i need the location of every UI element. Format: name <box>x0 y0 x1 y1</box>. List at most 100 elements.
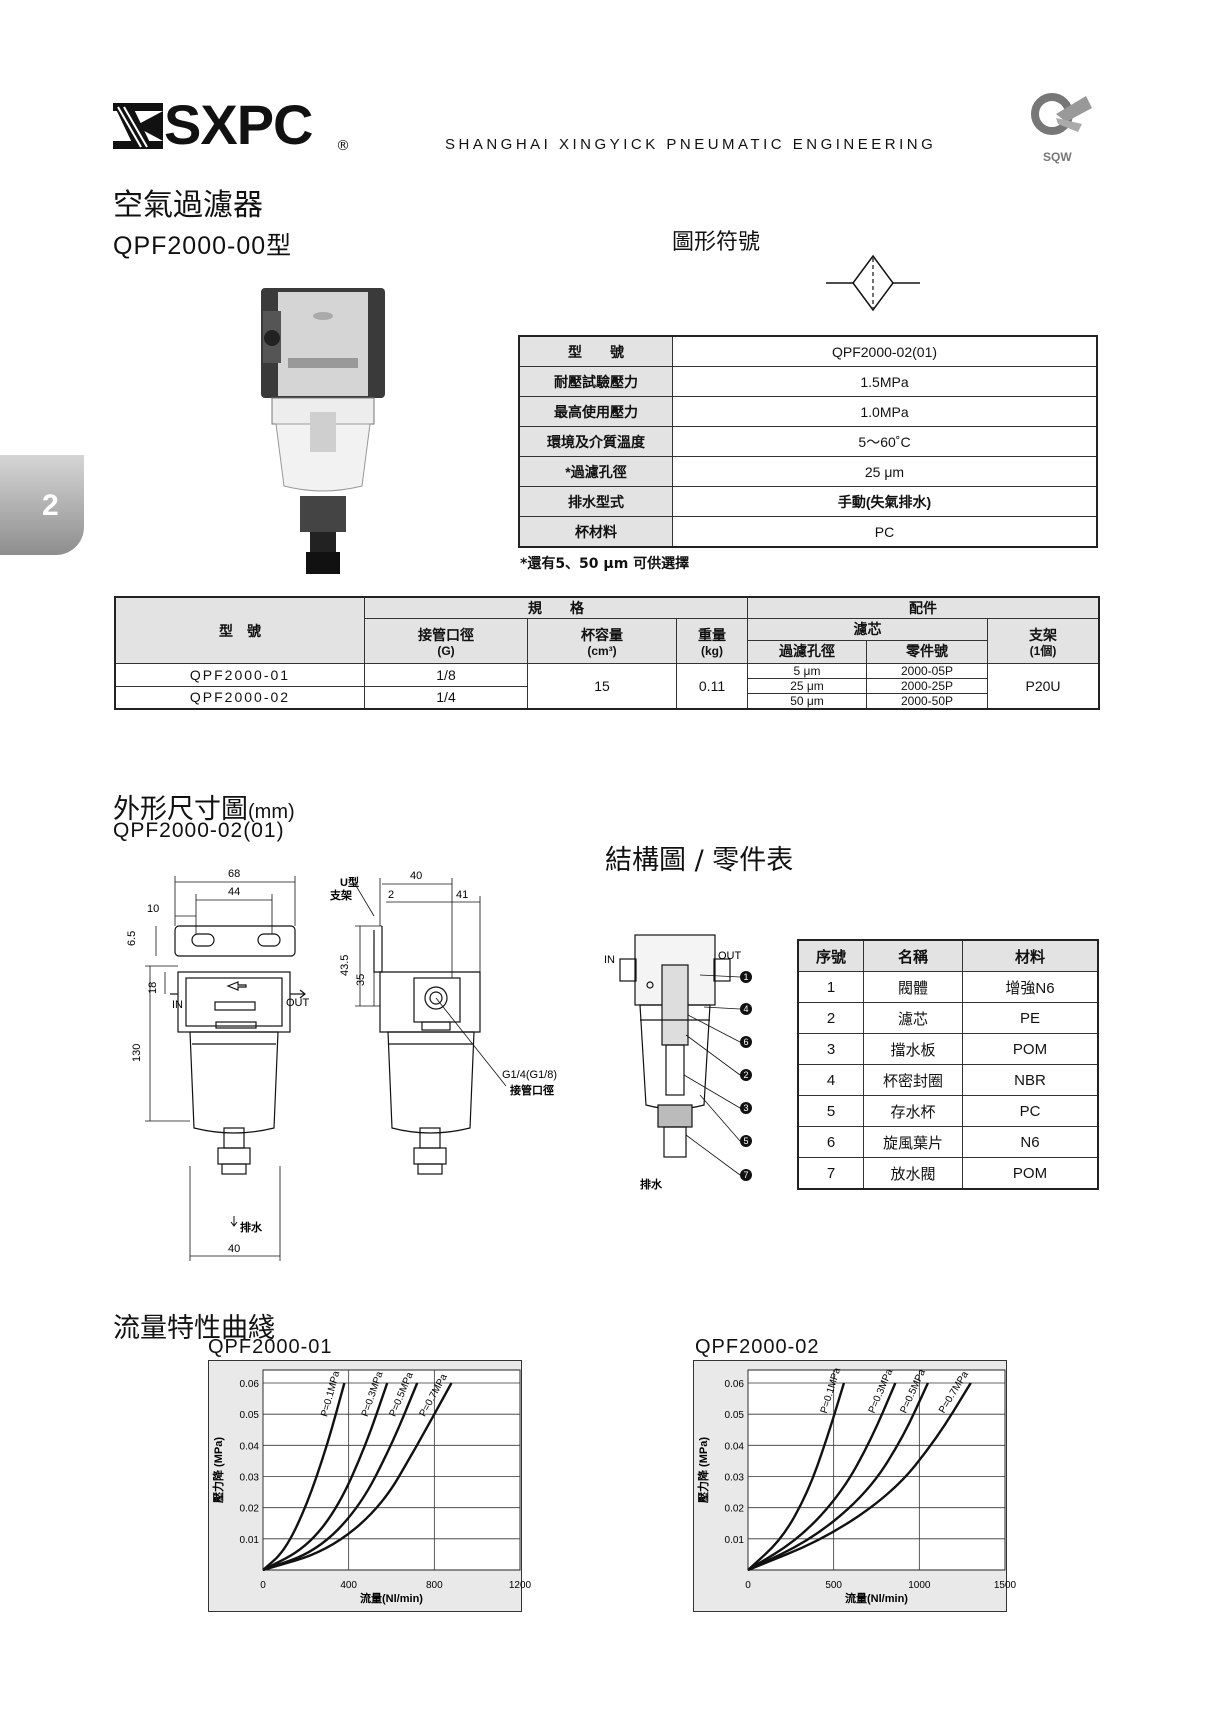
col-bracket-unit: (1個) <box>1029 644 1057 658</box>
col-spec: 規 格 <box>364 596 748 619</box>
part-no: 3 <box>797 1033 864 1065</box>
x-axis-label: 流量(Nl/min) <box>360 1591 423 1605</box>
spec-key: 環境及介質溫度 <box>518 426 673 457</box>
part-name: 擋水板 <box>863 1033 963 1065</box>
registered-mark: ® <box>336 138 350 154</box>
col-weight-label: 重量 <box>698 627 726 643</box>
brand-name: SXPC <box>164 93 313 156</box>
sqw-logo-icon <box>1031 93 1092 135</box>
col-cup: 杯容量(cm³) <box>527 618 677 664</box>
section-tab-number: 2 <box>42 489 59 522</box>
col-bracket: 支架(1個) <box>987 618 1100 664</box>
x-tick-label: 500 <box>825 1580 842 1591</box>
pore-value: 25 μm <box>748 679 867 693</box>
part-mat: POM <box>962 1033 1099 1065</box>
structure-in: IN <box>604 954 615 966</box>
x-tick-label: 1500 <box>994 1580 1017 1591</box>
col-weight: 重量(kg) <box>676 618 748 664</box>
cup-cell: 15 <box>527 663 677 710</box>
spec-value: 25 μm <box>672 456 1098 487</box>
col-cup-unit: (cm³) <box>587 644 617 658</box>
part-mat: N6 <box>962 1126 1099 1158</box>
model-cell: QPF2000-01 <box>114 663 365 687</box>
col-partno: 零件號 <box>906 643 948 659</box>
callout-label: 1 <box>743 972 748 982</box>
part-no: 4 <box>797 1064 864 1096</box>
y-axis-label: 壓力降 (MPa) <box>211 1437 225 1503</box>
callout-label: 4 <box>743 1004 748 1014</box>
series-line <box>747 1382 846 1571</box>
dim-40-side: 40 <box>410 870 422 882</box>
callout-label: 6 <box>743 1037 748 1047</box>
dim-40: 40 <box>228 1243 240 1255</box>
spec-value: 1.0MPa <box>672 396 1098 427</box>
filter-symbol-icon <box>826 254 920 312</box>
structure-title: 結構圖 / 零件表 <box>605 845 794 876</box>
col-model: 型 號 <box>114 596 365 664</box>
x-tick-label: 1200 <box>509 1580 532 1591</box>
dim-18: 18 <box>147 982 159 994</box>
port-cell: 1/4 <box>364 685 528 710</box>
part-no: 6 <box>797 1126 864 1158</box>
chart-1-title: QPF2000-01 <box>208 1336 333 1358</box>
series-line <box>262 1382 346 1571</box>
part-mat: PC <box>962 1095 1099 1127</box>
x-tick-label: 400 <box>340 1580 357 1591</box>
company-name: SHANGHAI XINGYICK PNEUMATIC ENGINEERING <box>445 136 937 153</box>
callout-label: 3 <box>743 1103 748 1113</box>
y-tick-label: 0.06 <box>240 1379 260 1390</box>
spec-key: 排水型式 <box>518 486 673 517</box>
x-tick-label: 0 <box>745 1580 751 1591</box>
dim-68: 68 <box>228 868 240 880</box>
y-axis-label: 壓力降 (MPa) <box>696 1437 710 1503</box>
structure-drain: 排水 <box>640 1177 663 1191</box>
spec-value: 手動(失氣排水) <box>672 486 1098 517</box>
col-weight-unit: (kg) <box>701 644 723 658</box>
dim-10: 10 <box>147 903 159 915</box>
partno-value: 2000-50P <box>900 694 954 708</box>
label-port-note: G1/4(G1/8) <box>502 1069 557 1081</box>
part-no: 7 <box>797 1157 864 1190</box>
model-cell: QPF2000-02 <box>114 685 365 710</box>
model-table: 型 號 規 格 配件 接管口徑(G) 杯容量(cm³) 重量(kg) 濾芯 過濾… <box>114 596 1100 710</box>
spec-value: 5～60˚C <box>672 426 1098 457</box>
part-mat: POM <box>962 1157 1099 1190</box>
partno-value: 2000-05P <box>900 664 954 678</box>
col-port: 接管口徑(G) <box>364 618 528 664</box>
y-tick-label: 0.02 <box>725 1504 745 1515</box>
spec-value: 1.5MPa <box>672 366 1098 397</box>
parts-col-name: 名稱 <box>863 939 963 972</box>
part-name: 旋風葉片 <box>863 1126 963 1158</box>
dimensions-title: 外形尺寸圖(mm) <box>113 787 295 826</box>
x-tick-label: 0 <box>260 1580 266 1591</box>
label-u-bracket: U型 <box>340 875 359 889</box>
y-tick-label: 0.05 <box>725 1410 745 1421</box>
x-tick-label: 800 <box>426 1580 443 1591</box>
dimensions-model: QPF2000-02(01) <box>113 819 285 842</box>
table-row: QPF2000-02 1/4 <box>114 685 1099 710</box>
sxpc-logo-icon <box>113 103 163 149</box>
part-no: 2 <box>797 1002 864 1034</box>
weight-cell: 0.11 <box>676 663 748 710</box>
col-bracket-label: 支架 <box>1029 627 1057 643</box>
pore-value: 50 μm <box>748 694 867 708</box>
callout-label: 7 <box>743 1170 748 1180</box>
label-out: OUT <box>286 997 310 1009</box>
dim-43-5: 43.5 <box>339 955 351 976</box>
y-tick-label: 0.01 <box>240 1535 260 1546</box>
label-port-note-2: 接管口徑 <box>510 1083 554 1097</box>
part-no: 5 <box>797 1095 864 1127</box>
plot-area <box>262 1369 521 1571</box>
